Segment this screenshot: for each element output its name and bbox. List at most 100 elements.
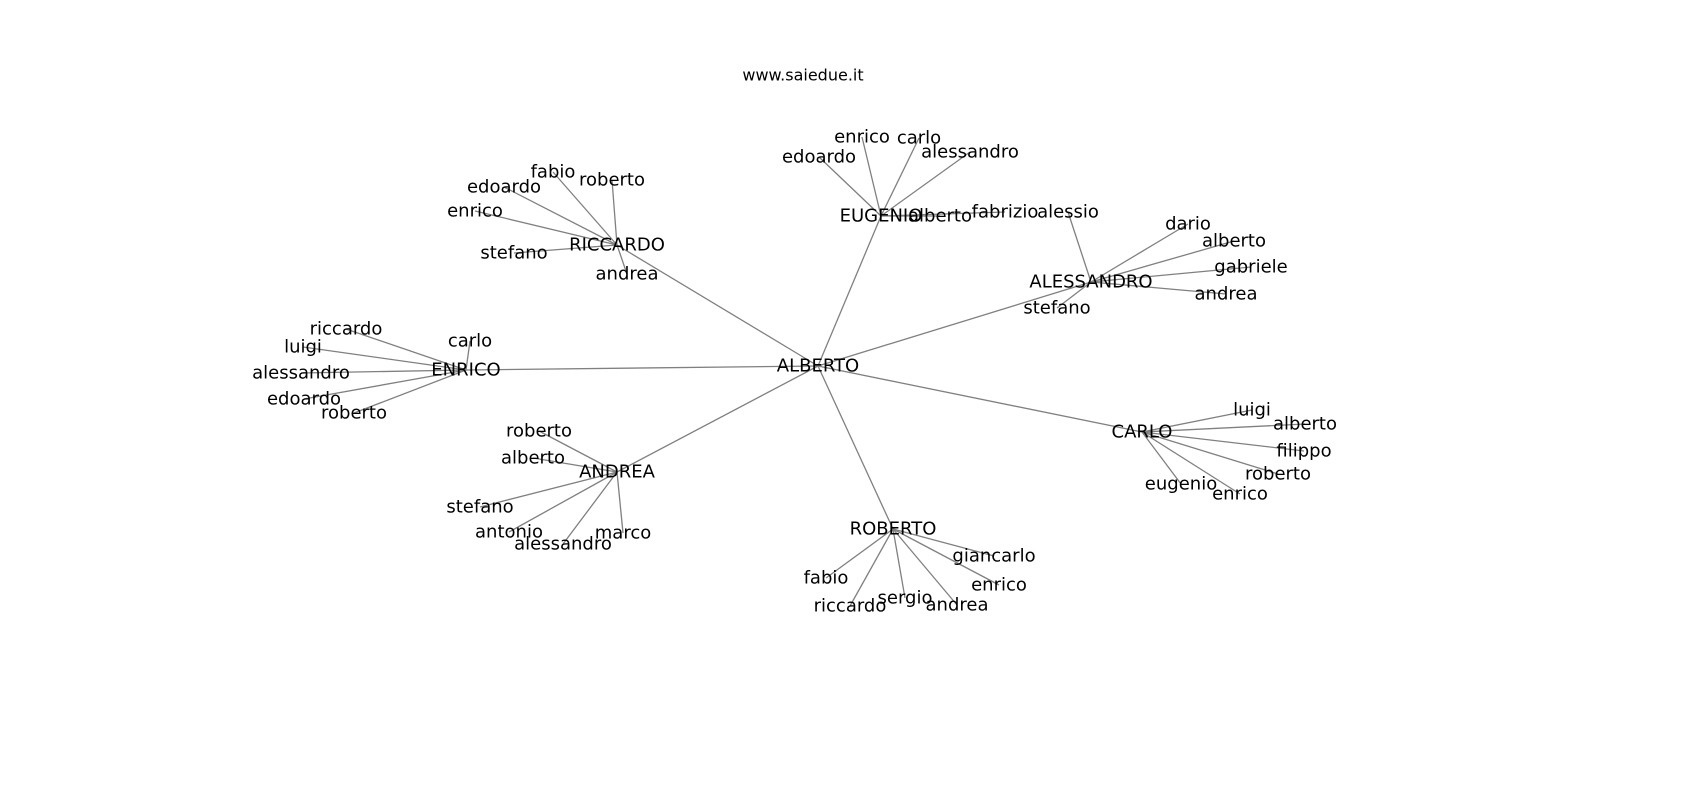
edges xyxy=(300,136,1306,607)
node-label-al-stefano: stefano xyxy=(1023,298,1090,319)
node-label-en-riccardo: riccardo xyxy=(310,319,383,340)
edge-carlo-ca-luigi xyxy=(1141,409,1253,433)
node-label-an-antonio: antonio xyxy=(475,522,543,543)
node-label-al-alessio: alessio xyxy=(1037,202,1099,223)
edge-enrico-en-carlo xyxy=(465,340,471,371)
edge-andrea-an-antonio xyxy=(508,471,618,533)
edge-eugenio-eu-enrico xyxy=(861,136,882,217)
edge-eugenio-eu-alessandro xyxy=(880,151,971,217)
edge-eugenio-eu-fabrizio xyxy=(880,211,1006,217)
edge-roberto-ro-sergio xyxy=(892,528,906,599)
node-label-ri-fabio: fabio xyxy=(531,162,576,183)
edge-roberto-ro-fabio xyxy=(825,528,894,579)
edge-alessandro-al-alberto xyxy=(1090,240,1235,283)
node-label-ro-fabio: fabio xyxy=(804,568,849,589)
edge-riccardo-ri-stefano xyxy=(513,244,618,254)
nodes: ALBERTO RICCARDO EUGENIO ALESSANDRO ENRICO AN… xyxy=(252,127,1337,617)
node-label-eugenio: EUGENIO xyxy=(840,206,923,227)
node-label-eu-alessandro: alessandro xyxy=(921,142,1019,163)
edge-carlo-ca-enrico xyxy=(1141,431,1241,495)
node-label-en-alessandro: alessandro xyxy=(252,363,350,384)
edge-carlo-ca-eugenio xyxy=(1141,431,1182,485)
node-label-ro-enrico: enrico xyxy=(971,575,1027,596)
edge-alberto-riccardo xyxy=(616,244,819,367)
node-label-al-alberto: alberto xyxy=(1202,231,1266,252)
node-label-al-dario: dario xyxy=(1165,214,1211,235)
node-label-eu-alberto: alberto xyxy=(908,206,972,227)
edge-riccardo-ri-fabio xyxy=(552,171,618,246)
node-label-eu-edoardo: edoardo xyxy=(782,147,856,168)
node-label-andrea: ANDREA xyxy=(579,462,656,483)
edge-riccardo-ri-roberto xyxy=(611,179,618,246)
edge-enrico-en-edoardo xyxy=(303,369,467,400)
edge-andrea-an-alberto xyxy=(532,457,618,473)
edge-alessandro-al-andrea xyxy=(1090,281,1227,295)
edge-alberto-enrico xyxy=(465,365,819,371)
node-label-ri-roberto: roberto xyxy=(579,170,645,191)
edge-andrea-an-alessandro xyxy=(562,471,618,545)
edge-roberto-ro-enrico xyxy=(892,528,1000,586)
edge-roberto-ro-andrea xyxy=(892,528,958,606)
edge-enrico-en-roberto xyxy=(353,369,467,414)
node-label-eu-fabrizio: fabrizio xyxy=(972,202,1039,223)
node-label-ri-stefano: stefano xyxy=(480,243,547,264)
edge-eugenio-eu-edoardo xyxy=(818,156,882,217)
edge-roberto-ro-riccardo xyxy=(849,528,894,607)
edge-alberto-andrea xyxy=(616,365,819,473)
edge-riccardo-ri-andrea xyxy=(616,244,628,275)
node-label-ca-luigi: luigi xyxy=(1233,400,1271,421)
edge-andrea-an-roberto xyxy=(538,430,618,473)
node-label-an-stefano: stefano xyxy=(446,497,513,518)
edge-alberto-carlo xyxy=(817,365,1143,433)
edge-alberto-alessandro xyxy=(817,281,1092,367)
node-label-riccardo: RICCARDO xyxy=(569,235,665,256)
edge-roberto-ro-giancarlo xyxy=(892,528,995,557)
edge-alessandro-al-gabriele xyxy=(1090,266,1252,283)
edge-alessandro-al-dario xyxy=(1090,223,1189,283)
edge-andrea-an-stefano xyxy=(479,471,618,508)
node-label-alberto: ALBERTO xyxy=(777,356,859,377)
edge-carlo-ca-roberto xyxy=(1141,431,1279,475)
node-label-ca-roberto: roberto xyxy=(1245,464,1311,485)
edge-andrea-an-marco xyxy=(616,471,624,534)
node-label-an-alberto: alberto xyxy=(501,448,565,469)
edge-enrico-en-alessandro xyxy=(300,369,467,374)
node-label-ca-enrico: enrico xyxy=(1212,484,1268,505)
node-label-en-luigi: luigi xyxy=(284,337,322,358)
node-label-en-edoardo: edoardo xyxy=(267,389,341,410)
node-label-ca-eugenio: eugenio xyxy=(1145,474,1217,495)
edge-alberto-roberto xyxy=(817,365,894,530)
node-label-carlo: CARLO xyxy=(1112,422,1173,443)
node-label-al-gabriele: gabriele xyxy=(1214,257,1287,278)
edge-carlo-ca-alberto xyxy=(1141,423,1306,433)
node-label-enrico: ENRICO xyxy=(431,360,500,381)
node-label-alessandro: ALESSANDRO xyxy=(1029,272,1152,293)
edge-enrico-en-riccardo xyxy=(345,328,467,371)
node-label-ri-andrea: andrea xyxy=(596,264,659,285)
node-label-an-roberto: roberto xyxy=(506,421,572,442)
diagram-title: www.saiedue.it xyxy=(742,66,863,85)
node-label-eu-carlo: carlo xyxy=(897,128,941,149)
node-label-eu-enrico: enrico xyxy=(834,127,890,148)
node-label-an-alessandro: alessandro xyxy=(514,534,612,555)
node-label-en-carlo: carlo xyxy=(448,331,492,352)
node-label-ca-filippo: filippo xyxy=(1276,441,1331,462)
node-label-ro-andrea: andrea xyxy=(926,595,989,616)
node-label-ro-giancarlo: giancarlo xyxy=(952,546,1035,567)
edge-riccardo-ri-enrico xyxy=(474,210,618,246)
node-label-ro-riccardo: riccardo xyxy=(814,596,887,617)
node-label-al-andrea: andrea xyxy=(1195,284,1258,305)
node-label-ri-edoardo: edoardo xyxy=(467,177,541,198)
edge-alessandro-al-stefano xyxy=(1056,281,1092,309)
node-label-ca-alberto: alberto xyxy=(1273,414,1337,435)
edge-enrico-en-luigi xyxy=(302,346,467,371)
edge-alessandro-al-alessio xyxy=(1067,211,1092,283)
node-label-an-marco: marco xyxy=(595,523,651,544)
node-label-roberto: ROBERTO xyxy=(850,519,937,540)
edge-eugenio-eu-carlo xyxy=(880,137,920,217)
edge-alberto-eugenio xyxy=(817,215,882,367)
edge-riccardo-ri-edoardo xyxy=(503,186,618,246)
node-label-ri-enrico: enrico xyxy=(447,201,503,222)
node-label-ro-sergio: sergio xyxy=(878,588,933,609)
